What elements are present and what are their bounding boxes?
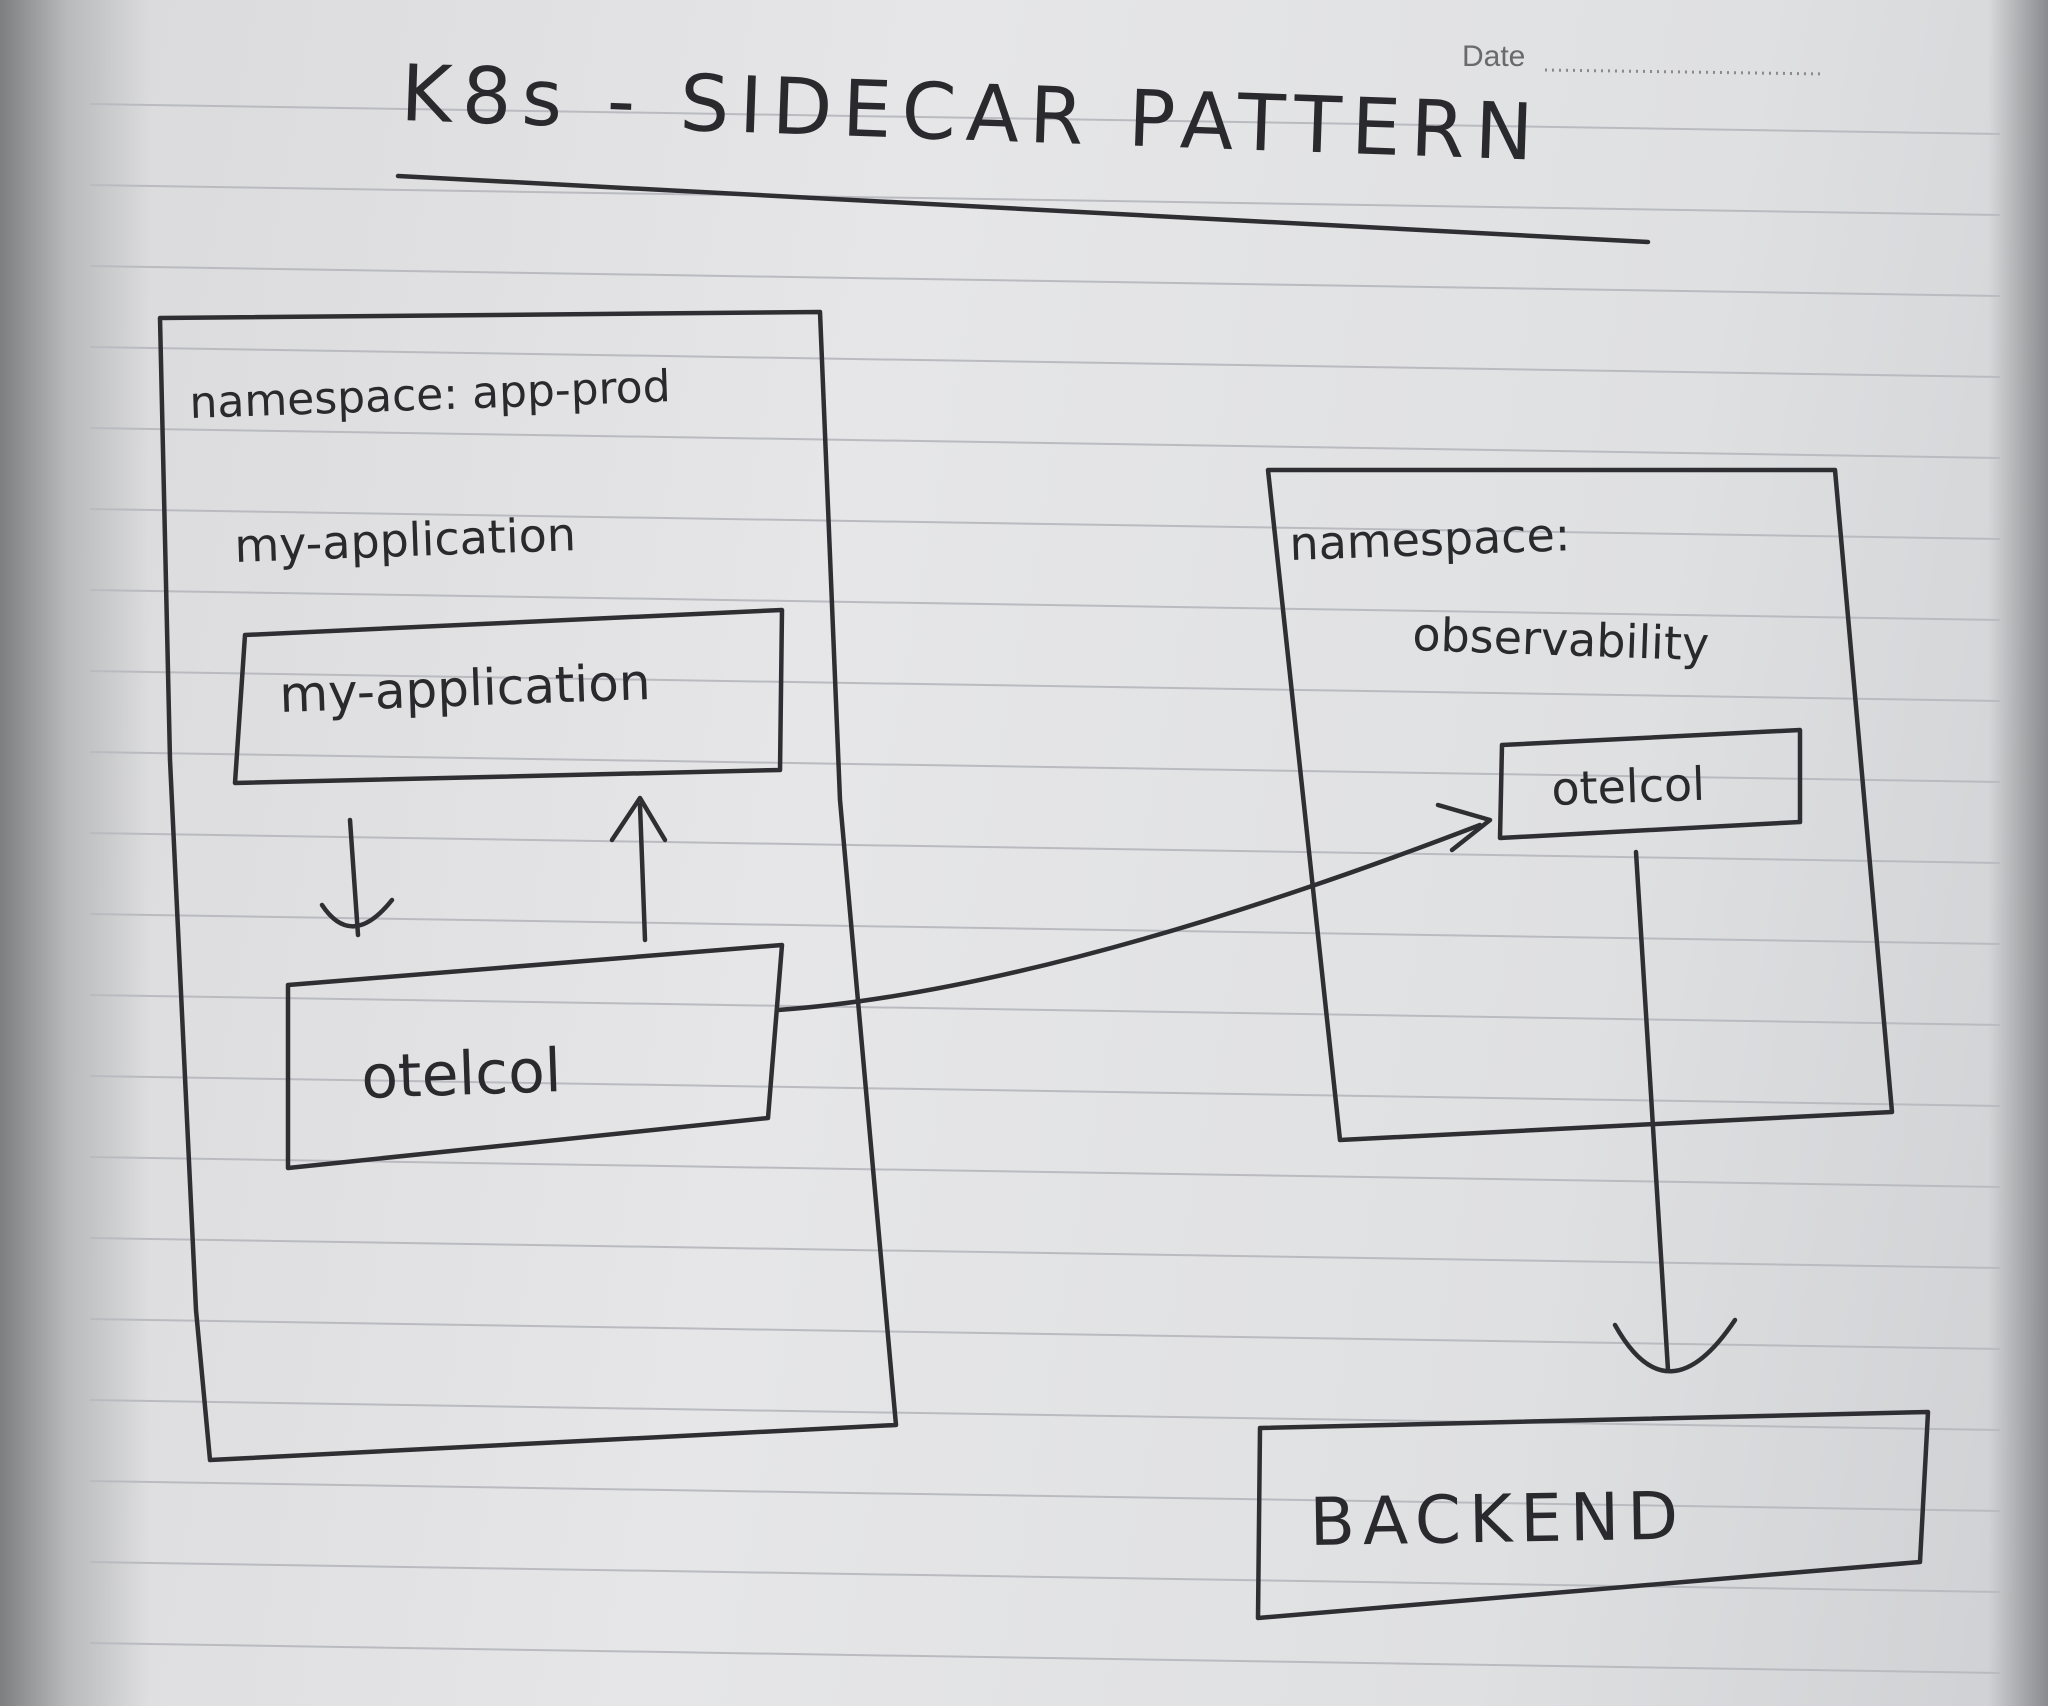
- collector-otelcol-label: otelcol: [1550, 757, 1705, 816]
- date-underline: [1544, 68, 1826, 76]
- arrow-app-to-sidecar: [347, 817, 361, 938]
- namespace-observability-box: [1265, 467, 1895, 1143]
- app-container-box: [232, 607, 785, 786]
- ruled-line: [89, 1075, 2001, 1107]
- deployment-label: my-application: [233, 507, 576, 573]
- arrow-sidecar-to-collector-head: [1435, 802, 1493, 853]
- ruled-line: [89, 1480, 2001, 1512]
- page-title: K8s - SIDECAR PATTERN: [399, 49, 1544, 179]
- ruled-line: [89, 103, 2001, 135]
- backend-box: [1255, 1409, 1931, 1621]
- page-edge-shadow: [0, 0, 150, 1706]
- ruled-line: [89, 508, 2001, 540]
- title-underline: [395, 173, 1651, 245]
- app-container-label: my-application: [278, 653, 651, 724]
- arrow-app-to-sidecar-head: [319, 897, 395, 929]
- date-label: Date: [1462, 40, 1525, 73]
- namespace-app-prod-label: namespace: app-prod: [189, 361, 672, 429]
- arrow-collector-to-backend: [1633, 849, 1671, 1373]
- ruled-line: [89, 832, 2001, 864]
- namespace-observability-label-line2: observability: [1412, 607, 1710, 671]
- ruled-line: [89, 751, 2001, 783]
- ruled-line: [89, 1237, 2001, 1269]
- page-right-shadow: [1988, 0, 2048, 1706]
- ruled-line: [89, 994, 2001, 1026]
- ruled-line: [89, 670, 2001, 702]
- ruled-line: [89, 1642, 2001, 1674]
- ruled-line: [89, 346, 2001, 378]
- ruled-line: [89, 913, 2001, 945]
- ruled-line: [89, 427, 2001, 459]
- ruled-line: [89, 1318, 2001, 1350]
- ruled-line: [89, 265, 2001, 297]
- ruled-line: [89, 184, 2001, 216]
- sidecar-otelcol-box: [285, 942, 785, 1171]
- backend-label: BACKEND: [1309, 1477, 1687, 1561]
- arrow-sidecar-to-collector: [775, 822, 1483, 1013]
- arrow-collector-to-backend-head: [1612, 1317, 1738, 1374]
- sidecar-otelcol-label: otelcol: [360, 1036, 563, 1113]
- arrow-sidecar-to-app: [637, 802, 648, 943]
- ruled-line: [89, 589, 2001, 621]
- collector-otelcol-box: [1497, 727, 1803, 841]
- namespace-observability-label-line1: namespace:: [1288, 507, 1571, 571]
- ruled-line: [89, 1156, 2001, 1188]
- namespace-app-prod-box: [157, 309, 899, 1463]
- ruled-line: [89, 1561, 2001, 1593]
- ruled-line: [89, 1399, 2001, 1431]
- arrow-sidecar-to-app-head: [609, 795, 668, 843]
